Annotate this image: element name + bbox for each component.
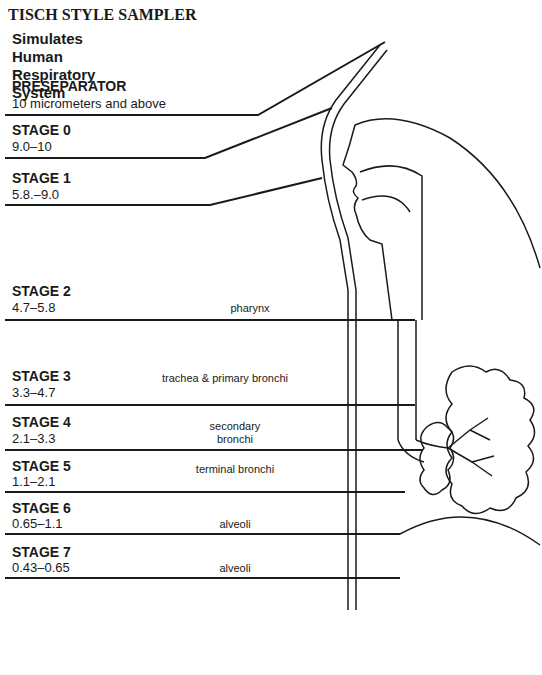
size-range: 2.1–3.3 [12, 431, 55, 447]
size-range: 1.1–2.1 [12, 474, 55, 490]
organ-label: secondary bronchi [195, 420, 275, 446]
organ-label: alveoli [195, 518, 275, 531]
stage-line [5, 404, 415, 406]
size-range: 0.65–1.1 [12, 516, 63, 532]
stage-line [5, 449, 422, 451]
secondary-bronchi [448, 418, 494, 476]
stage-name: STAGE 6 [12, 500, 71, 516]
stage-name: STAGE 0 [12, 122, 71, 138]
stage-name: STAGE 3 [12, 368, 71, 384]
diaphragm [400, 517, 540, 545]
stage-name: STAGE 1 [12, 170, 71, 186]
stage-line [5, 533, 400, 535]
size-range: 5.8.–9.0 [12, 187, 59, 203]
size-range: 9.0–10 [12, 139, 52, 155]
nasal-cavity [360, 166, 422, 320]
airway-tube [330, 50, 387, 610]
trachea [397, 320, 399, 440]
tongue [362, 196, 410, 212]
right-lung [446, 366, 535, 514]
size-range: 3.3–4.7 [12, 385, 55, 401]
face-profile [343, 125, 392, 320]
stage-name: STAGE 5 [12, 458, 71, 474]
stage-line [5, 319, 415, 321]
size-range: 10 micrometers and above [12, 96, 166, 112]
head-outline [355, 119, 540, 268]
size-range: 4.7–5.8 [12, 300, 55, 316]
organ-label: pharynx [210, 302, 290, 315]
stage-name: STAGE 2 [12, 283, 71, 299]
trachea [415, 320, 417, 440]
diagram-title: TISCH STYLE SAMPLER [8, 6, 197, 24]
stage-line [5, 491, 405, 493]
stage-line [5, 577, 400, 579]
stage-name: STAGE 7 [12, 544, 71, 560]
stage-line [5, 108, 332, 158]
organ-label: alveoli [195, 562, 275, 575]
stage-name: PRESEPARATOR [12, 78, 126, 94]
size-range: 0.43–0.65 [12, 560, 70, 576]
airway-tube [321, 45, 380, 610]
organ-label: trachea & primary bronchi [160, 372, 290, 385]
left-lung [420, 422, 454, 494]
stage-name: STAGE 4 [12, 414, 71, 430]
organ-label: terminal bronchi [195, 463, 275, 476]
